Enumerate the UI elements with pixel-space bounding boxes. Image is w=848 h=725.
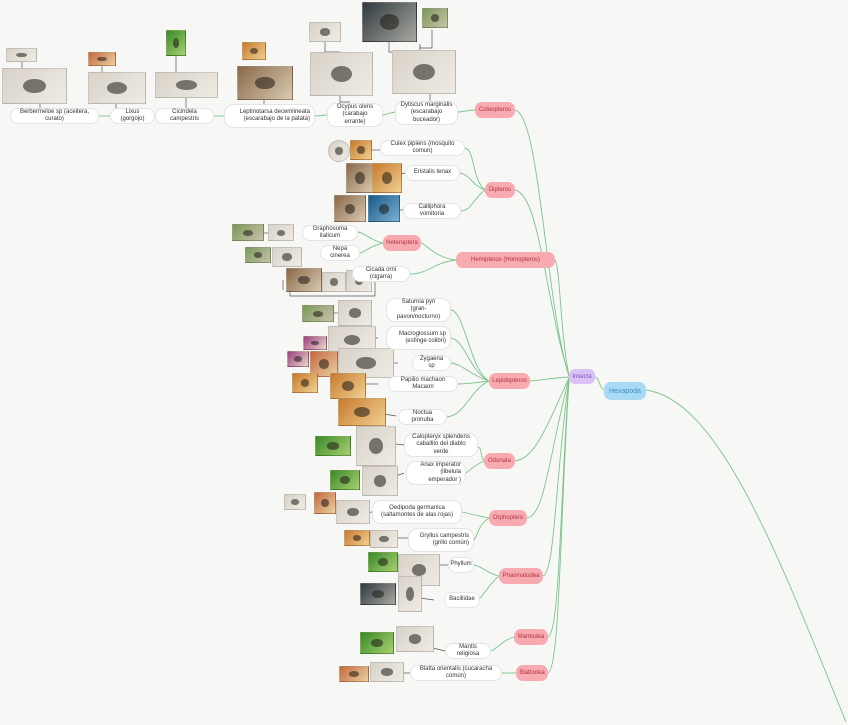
- photo-bacillidae-1: [360, 583, 396, 605]
- photo-culex-1: [328, 140, 350, 162]
- photo-eristalis-2: [372, 163, 402, 193]
- species-node-dytiscus[interactable]: Dytiscus marginalis (escarabajo buceador…: [395, 101, 458, 125]
- photo-graphosoma-2: [268, 224, 294, 241]
- species-node-phyllum[interactable]: Phyllum: [448, 557, 474, 573]
- photo-leptinotarsa-2: [237, 66, 293, 100]
- species-node-berbermeloe[interactable]: Berbermeloe sp (aceitera, curato): [10, 108, 99, 124]
- photo-cicada-1: [286, 268, 322, 292]
- species-node-ocypus[interactable]: Ocypus olens (carabajo errante): [327, 103, 383, 127]
- order-node-phasmatodea[interactable]: Phasmatodea: [499, 568, 543, 584]
- photo-anax-1: [330, 470, 360, 490]
- photo-calliphora-1: [334, 195, 366, 222]
- photo-cicindela-1: [166, 30, 186, 56]
- photo-noctua: [338, 398, 386, 426]
- branch-hemipteros: [555, 260, 569, 376]
- species-node-graphosoma[interactable]: Graphosoma italicum: [302, 225, 358, 241]
- photo-lixus-1: [88, 52, 116, 66]
- photo-blatta-2: [370, 662, 404, 682]
- species-node-calopteryx[interactable]: Calopteryx splendens caballito del diabl…: [404, 433, 478, 457]
- species-node-gryllus[interactable]: Gryllus campestris (grillo común): [408, 528, 474, 552]
- root-node-hexapoda[interactable]: Hexapoda: [604, 382, 646, 400]
- photo-anax-2: [362, 466, 398, 496]
- photo-blatta-1: [339, 666, 369, 682]
- class-node-insecta[interactable]: Insecta: [569, 369, 595, 384]
- photo-phyllum-1: [368, 552, 398, 572]
- order-node-orphoptero[interactable]: Orphoptero: [489, 510, 527, 526]
- photo-cicindela-2: [155, 72, 218, 98]
- photo-nepa-2: [272, 247, 302, 267]
- photo-papilio-1: [292, 373, 318, 393]
- species-node-culex[interactable]: Culex pipiens (mosquito comun): [380, 140, 465, 156]
- species-node-saturnia[interactable]: Saturnia pyri (gran-pavon/nocturno): [386, 298, 451, 322]
- photo-lixus-2: [88, 72, 146, 104]
- photo-leptinotarsa-1: [242, 42, 266, 60]
- order-node-hemipteros[interactable]: Hemipteros (Homopteros): [456, 252, 555, 268]
- branch-root-insecta: [595, 377, 604, 390]
- photo-culex-2: [350, 140, 372, 160]
- photo-macroglossum-1: [303, 336, 327, 350]
- species-node-papilio[interactable]: Papilio machaon Macaon: [388, 376, 458, 392]
- photo-calopteryx-2: [356, 426, 396, 466]
- photo-berbermeloe-2: [2, 68, 67, 104]
- photo-mantis-1: [360, 632, 394, 654]
- branch-root-offscreen: [646, 390, 846, 722]
- photo-gryllus-2: [370, 530, 398, 548]
- photo-cicada-2: [322, 272, 346, 292]
- photo-dytiscus-2: [422, 8, 448, 28]
- branch-lepidopteros: [530, 377, 569, 381]
- species-node-calliphora[interactable]: Calliphora vomitoria: [403, 203, 461, 219]
- species-node-bacillidae[interactable]: Bacillidae: [444, 592, 480, 608]
- photo-berbermeloe-1: [6, 48, 37, 62]
- photo-mantis-2: [396, 626, 434, 652]
- photo-ocypus-2: [310, 52, 373, 96]
- species-node-cicindela[interactable]: Cicindela campestris: [155, 108, 214, 124]
- photo-saturnia-1: [302, 305, 334, 322]
- order-node-heteroptera[interactable]: Heteroptera: [383, 235, 421, 251]
- photo-saturnia-2: [338, 300, 372, 326]
- photo-bacillidae-2: [398, 576, 422, 612]
- species-node-eristalis[interactable]: Eristalis tenax: [405, 165, 460, 181]
- species-node-mantis[interactable]: Mantis religiosa: [445, 643, 491, 659]
- photo-calliphora-2: [368, 195, 400, 222]
- order-node-dipteros[interactable]: Dipteros: [485, 182, 515, 198]
- species-node-macroglossum[interactable]: Macroglossum sp (esfinge colibri): [386, 326, 451, 350]
- photo-oedipoda-1: [284, 494, 306, 510]
- photo-dytiscus-1: [362, 2, 417, 42]
- species-node-lixus[interactable]: Lixus (gorgojo): [110, 108, 155, 124]
- photo-oedipoda-3: [336, 500, 370, 524]
- order-node-blattodea[interactable]: Blattodea: [516, 665, 548, 681]
- species-node-anax[interactable]: Anax imperator (libelula emperador ): [406, 461, 466, 485]
- species-node-nepa[interactable]: Nepa cinerea: [320, 245, 360, 261]
- photo-calopteryx-1: [315, 436, 351, 456]
- photo-gryllus-1: [344, 530, 370, 546]
- species-node-oedipoda[interactable]: Oedipoda germanica (saltamontes de alas …: [372, 500, 462, 524]
- species-node-blatta[interactable]: Blatta orientalis (cucaracha común): [410, 665, 502, 681]
- photo-papilio-2: [330, 373, 366, 399]
- photo-dytiscus-3: [392, 50, 456, 94]
- photo-graphosoma-1: [232, 224, 264, 241]
- species-node-cicada[interactable]: Cicada orni (cigarra): [352, 266, 410, 282]
- species-node-leptinotarsa[interactable]: Leptinotarsa decemlineata (escarabajo de…: [224, 104, 315, 128]
- species-node-noctua[interactable]: Noctua pronuba: [398, 409, 447, 425]
- photo-eristalis-1: [346, 163, 374, 193]
- species-node-zygaena[interactable]: Zygaena sp: [412, 355, 451, 371]
- photo-ocypus-1: [309, 22, 341, 42]
- photo-oedipoda-2: [314, 492, 336, 514]
- order-node-mantodea[interactable]: Mantodea: [514, 629, 548, 645]
- photo-nepa-1: [245, 247, 271, 263]
- photo-zygaena-1: [287, 351, 309, 367]
- branch-coleopteros: [515, 110, 569, 376]
- branch-dipteros: [515, 190, 569, 376]
- order-node-lepidopteros[interactable]: Lepidopteros: [489, 373, 530, 389]
- order-node-odonata[interactable]: Odonata: [484, 453, 515, 469]
- order-node-coleopteros[interactable]: Coleopteros: [475, 102, 515, 118]
